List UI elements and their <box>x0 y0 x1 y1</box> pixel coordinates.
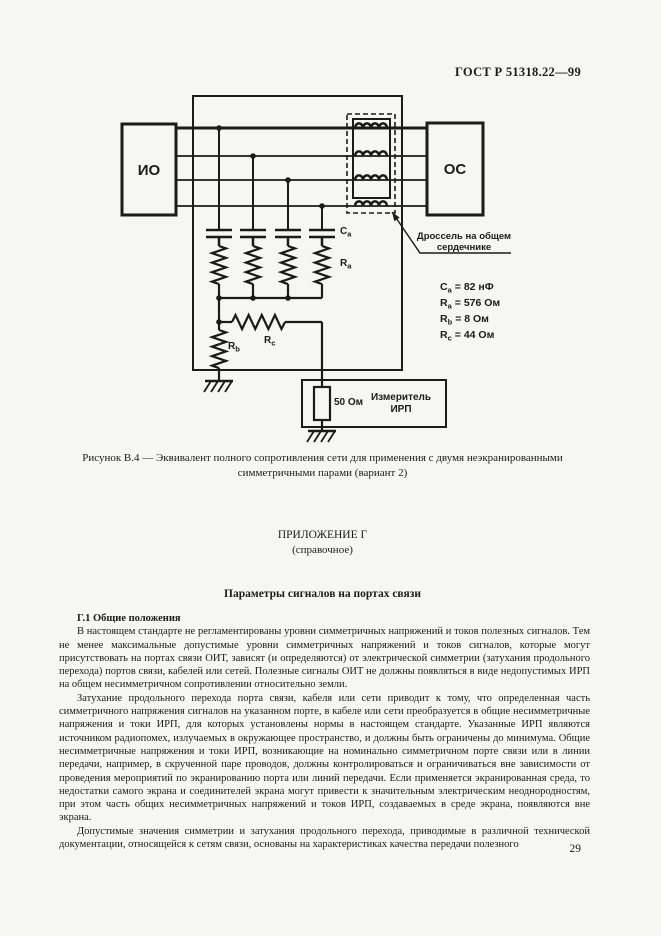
document-number: ГОСТ Р 51318.22—99 <box>454 65 581 79</box>
clause-heading: Г.1 Общие положения <box>77 613 181 624</box>
value-ra: Ra= 576 Ом <box>440 297 500 311</box>
meter-50ohm-resistor <box>312 385 332 422</box>
inductor-coil-1 <box>353 122 389 129</box>
appendix-title: ПРИЛОЖЕНИЕ Г <box>277 529 368 541</box>
component-designators: Ca Ra Rb Rc <box>228 226 352 354</box>
component-values: Ca= 82 нФ Ra= 576 Ом Rb= 8 Ом Rc= 44 Ом <box>440 281 500 343</box>
isn-boundary-box <box>192 95 403 371</box>
choke-label-line1: Дроссель на общем <box>417 231 511 242</box>
wire-taps <box>216 125 325 230</box>
value-ca: Ca= 82 нФ <box>440 281 494 295</box>
appendix-heading: ПРИЛОЖЕНИЕ Г (справочное) <box>0 528 645 557</box>
io-block: ИО <box>120 122 178 217</box>
figure-b4-circuit-diagram: ИО ОС Дроссель на общем сердечнике <box>120 95 511 443</box>
oc-block: ОС <box>425 121 485 217</box>
rb-designator: Rb <box>228 341 240 354</box>
figure-caption: Рисунок В.4 — Эквивалент полного сопроти… <box>0 451 645 480</box>
inductor-coil-3 <box>353 174 389 181</box>
value-rc: Rc= 44 Ом <box>440 329 495 343</box>
resistor-rc <box>219 312 324 387</box>
choke-leader-line <box>391 211 511 254</box>
oc-block-label: ОС <box>444 161 467 178</box>
paragraph-1: В настоящем стандарте не регламентирован… <box>59 626 590 691</box>
figure-caption-line2: симметричными парами (вариант 2) <box>237 466 408 479</box>
inductor-coil-4 <box>353 200 389 207</box>
meter-box: 50 Ом Измеритель ИРП <box>301 379 447 431</box>
rc-designator: Rc <box>264 335 275 348</box>
choke-core-box <box>352 118 391 199</box>
page-number: 29 <box>569 843 582 855</box>
value-rb: Rb= 8 Ом <box>440 313 489 327</box>
ca-designator: Ca <box>340 226 352 239</box>
meter-label-line1: Измеритель <box>371 392 431 403</box>
paragraph-2: Затухание продольного перехода порта свя… <box>59 692 590 824</box>
body-text: Г.1 Общие положения В настоящем стандарт… <box>59 612 590 851</box>
choke-dashed-box <box>346 113 396 214</box>
section-title: Параметры сигналов на портах связи <box>224 588 421 600</box>
resistor-rb <box>208 322 230 381</box>
paragraph-3: Допустимые значения симметрии и затухани… <box>59 825 590 851</box>
meter-50ohm-label: 50 Ом <box>334 397 363 408</box>
common-core-choke <box>346 113 396 214</box>
meter-label-line2: ИРП <box>390 404 411 415</box>
appendix-subtitle: (справочное) <box>292 543 353 556</box>
choke-label-line2: сердечнике <box>437 242 491 253</box>
ground-symbol-left <box>203 379 233 393</box>
meter-outline <box>301 379 447 428</box>
resistors-ra <box>208 244 333 298</box>
ground-symbol-meter <box>306 429 336 443</box>
figure-caption-line1: Рисунок В.4 — Эквивалент полного сопроти… <box>82 452 563 464</box>
choke-leader-arrowhead <box>392 212 400 222</box>
io-block-label: ИО <box>138 162 161 179</box>
capacitors-ca <box>206 228 335 246</box>
inductor-coil-2 <box>353 150 389 157</box>
ra-designator: Ra <box>340 258 352 271</box>
choke-callout: Дроссель на общем сердечнике <box>391 211 511 254</box>
